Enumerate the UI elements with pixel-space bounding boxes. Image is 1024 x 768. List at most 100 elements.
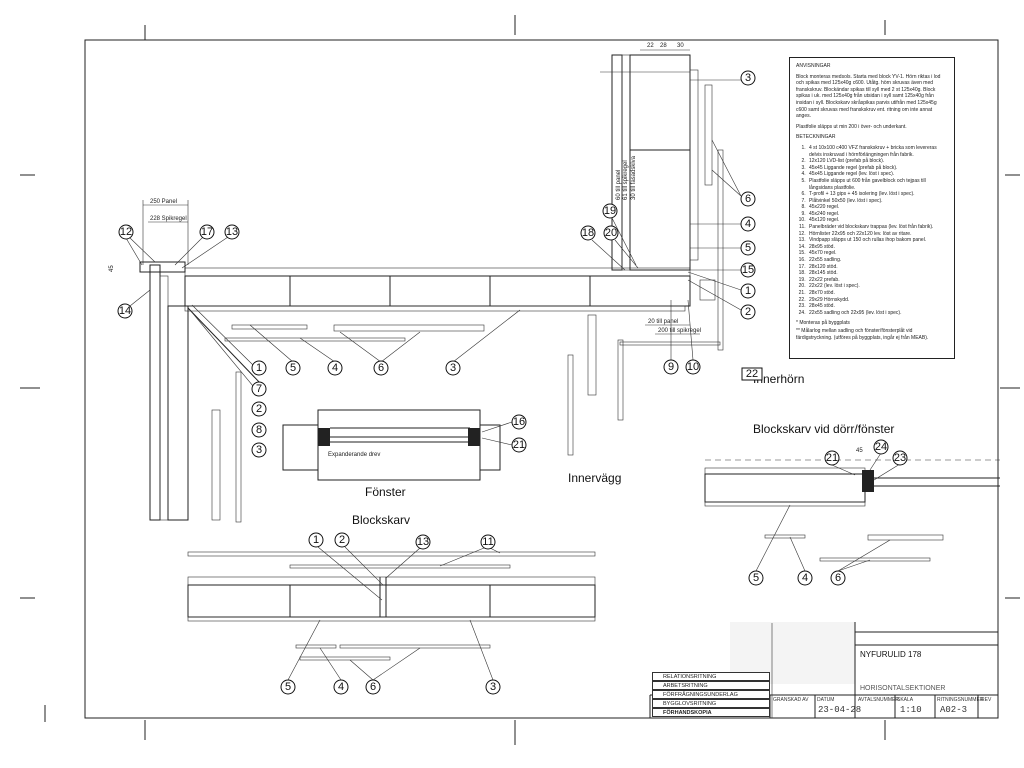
dim-45-door: 45	[856, 448, 863, 454]
legend-item: 28x95 stöd.	[807, 244, 948, 251]
legend-item: 45x240 regel.	[807, 211, 948, 218]
callout-16: 16	[511, 414, 527, 430]
skala-value: 1:10	[900, 705, 922, 715]
callout-8: 8	[251, 422, 267, 438]
callout-20: 20	[603, 225, 619, 241]
svg-text:23: 23	[894, 452, 906, 464]
legend-item: 45x120 regel.	[807, 217, 948, 224]
legend-item: 45x45 Liggande regel (prefab på block).	[807, 165, 948, 172]
svg-text:2: 2	[256, 403, 262, 415]
label-blockskarv: Blockskarv	[352, 513, 410, 527]
callout-2: 2	[251, 401, 267, 417]
dim-30-till-fasadskiva: 30 till fasadskiva	[631, 155, 637, 200]
svg-text:3: 3	[450, 362, 456, 374]
svg-text:4: 4	[802, 572, 808, 584]
datum-label: DATUM	[817, 697, 834, 703]
callout-19: 19	[602, 203, 618, 219]
callout-17: 17	[199, 224, 215, 240]
svg-text:22: 22	[746, 368, 758, 380]
svg-text:13: 13	[417, 536, 429, 548]
callout-6: 6	[365, 679, 381, 695]
drawing-title: HORISONTALSEKTIONER	[860, 685, 945, 692]
callout-2: 2	[740, 304, 756, 320]
rev-label: REV	[981, 697, 992, 703]
status-relationsritning: RELATIONSRITNING	[652, 672, 770, 681]
legend-item: Plastfolie släpps ut 600 från gavelblock…	[807, 178, 948, 191]
callout-5: 5	[280, 679, 296, 695]
svg-text:13: 13	[226, 226, 238, 238]
leader-lines	[125, 79, 901, 681]
svg-text:14: 14	[119, 305, 131, 317]
legend-item: 22x22 prefab.	[807, 277, 948, 284]
callout-15: 15	[740, 262, 756, 278]
callout-4: 4	[797, 570, 813, 586]
svg-text:2: 2	[339, 534, 345, 546]
svg-text:19: 19	[604, 205, 616, 217]
legend-item: 22x22 (lev. löst i spec).	[807, 283, 948, 290]
callout-21: 21	[511, 437, 527, 453]
callouts-window: 16 21	[511, 414, 527, 453]
legend-item: Hörnlister 22x95 och 22x120 lev. löst av…	[807, 231, 948, 238]
legend-item: Plåtvinkel 50x50 (lev. löst i spec).	[807, 198, 948, 205]
callouts-blockskarv: 1 2 13 11 5 4 6 3	[280, 532, 501, 695]
callout-24: 24	[873, 439, 889, 455]
callout-10: 10	[685, 359, 701, 375]
notes-instructions: Block monteras medsols. Starta med block…	[796, 73, 941, 120]
callout-1: 1	[308, 532, 324, 548]
svg-text:17: 17	[201, 226, 213, 238]
svg-text:11: 11	[482, 536, 493, 548]
legend-item: 28x120 stöd.	[807, 264, 948, 271]
legend-list: 4 st 10x100 c400 VFZ franskskruv + brick…	[796, 145, 948, 316]
legend-item: 22x55 sadling och 22x95 (lev. löst i spe…	[807, 310, 948, 317]
svg-text:21: 21	[826, 452, 838, 464]
callout-13: 13	[224, 224, 240, 240]
callout-3: 3	[485, 679, 501, 695]
svg-text:8: 8	[256, 424, 262, 436]
svg-text:1: 1	[313, 534, 319, 546]
label-blockskarv-door: Blockskarv vid dörr/fönster	[753, 422, 894, 436]
granskad-label: GRANSKAD AV	[773, 697, 809, 703]
status-forhandskopia: FÖRHANDSKOPIA	[652, 708, 770, 717]
svg-text:15: 15	[742, 264, 754, 276]
callout-6: 6	[740, 191, 756, 207]
label-innerhorn: Innerhörn	[753, 372, 804, 386]
callout-22: 22	[741, 367, 763, 381]
status-arbetsritning: ARBETSRITNING	[652, 681, 770, 690]
svg-text:5: 5	[745, 242, 751, 254]
callout-11: 11	[480, 534, 496, 550]
blockskarv-detail	[187, 551, 596, 661]
notes-box: ANVISNINGAR Block monteras medsols. Star…	[789, 57, 955, 359]
callout-5: 5	[285, 360, 301, 376]
notes-plastic: Plastfolie släpps ut min 200 i över- och…	[796, 123, 907, 130]
callout-3: 3	[740, 70, 756, 86]
svg-text:6: 6	[745, 193, 751, 205]
main-wall-section	[139, 261, 721, 523]
dim-22: 22	[647, 43, 654, 49]
svg-text:5: 5	[290, 362, 296, 374]
callout-4: 4	[327, 360, 343, 376]
svg-text:21: 21	[513, 439, 525, 451]
door-blockskarv-detail	[704, 459, 1000, 562]
callout-21: 21	[824, 450, 840, 466]
callout-4: 4	[333, 679, 349, 695]
legend-item: T-profil + 13 gips + 45 isolering (lev. …	[807, 191, 948, 198]
dim-28: 28	[660, 43, 667, 49]
svg-text:16: 16	[513, 416, 525, 428]
datum-value: 23-04-28	[818, 705, 861, 715]
svg-text:1: 1	[745, 285, 751, 297]
legend-item: Vindpapp släpps ut 150 och rullas ihop b…	[807, 237, 948, 244]
dim-30: 30	[677, 43, 684, 49]
callout-14: 14	[117, 303, 133, 319]
dim-45: 45	[109, 265, 115, 272]
legend-item: Panelbräder vid blockskarv trappas (lev.…	[807, 224, 948, 231]
ritning-value: A02-3	[940, 705, 967, 715]
legend-item: 28x45 stöd.	[807, 303, 948, 310]
legend-item: 45x70 regel.	[807, 250, 948, 257]
sheet-frame	[20, 15, 1020, 745]
callout-1: 1	[740, 283, 756, 299]
svg-text:6: 6	[835, 572, 841, 584]
label-innervagg: Innervägg	[568, 471, 621, 485]
svg-text:6: 6	[378, 362, 384, 374]
project-name: NYFURULID 178	[860, 650, 922, 659]
callout-23: 23	[892, 450, 908, 466]
